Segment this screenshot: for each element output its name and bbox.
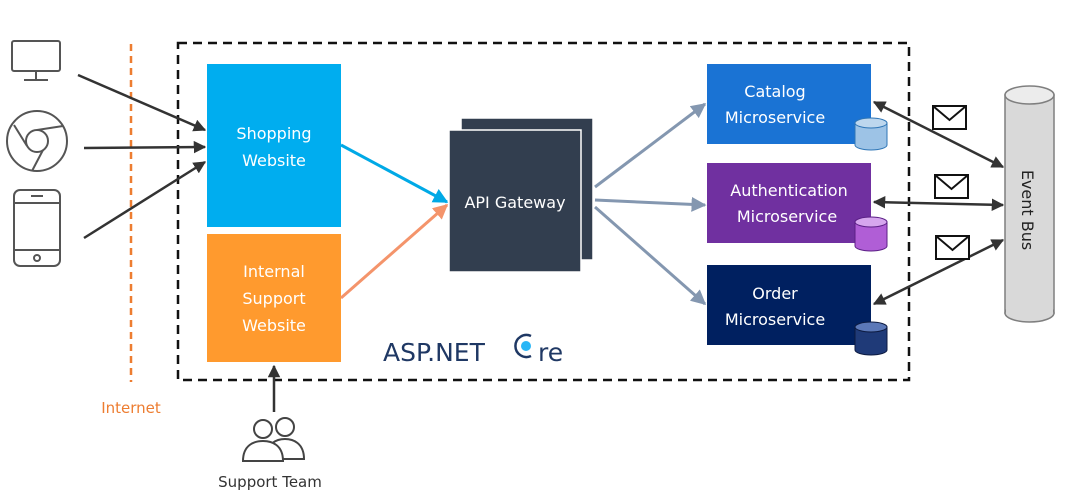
shopping-label-2: Website [242, 151, 306, 170]
chrome-to-shopping-arrow [83, 140, 207, 154]
catalog-label-2: Microservice [725, 108, 825, 127]
internal-label-3: Website [242, 316, 306, 335]
users-icon [241, 417, 306, 462]
internal-label-2: Support [242, 289, 305, 308]
gateway-to-catalog-arrow [594, 102, 707, 189]
auth-microservice-box [707, 163, 871, 243]
aspnet-core-boundary [176, 41, 911, 382]
gateway-to-auth-arrow [594, 196, 707, 212]
monitor-icon [11, 40, 61, 81]
internal-to-gateway-arrow [340, 203, 449, 300]
smartphone-icon [13, 189, 61, 267]
catalog-label-1: Catalog [744, 82, 805, 101]
catalog-microservice-box [707, 64, 871, 144]
aspnet-prefix: ASP.NET [383, 338, 486, 367]
envelope-icon [934, 174, 969, 199]
gateway-to-order-arrow [594, 205, 707, 306]
internal-label-1: Internal [243, 262, 305, 281]
internet-label: Internet [101, 399, 161, 417]
auth-label-1: Authentication [730, 181, 847, 200]
database-icon [854, 117, 888, 151]
api-gateway: API Gateway [448, 117, 594, 273]
order-event-bus-arrow [872, 238, 1005, 306]
order-microservice-box [707, 265, 871, 345]
event-bus-label: Event Bus [1018, 170, 1037, 250]
envelope-icon [935, 235, 970, 260]
order-label-2: Microservice [725, 310, 825, 329]
database-icon [854, 216, 888, 252]
shopping-website-box [207, 64, 341, 227]
aspnet-core-logo: ASP.NET re [383, 333, 563, 367]
envelope-icon [932, 105, 967, 130]
shopping-to-gateway-arrow [340, 143, 449, 204]
shopping-label-1: Shopping [236, 124, 311, 143]
auth-event-bus-arrow [872, 196, 1005, 211]
chrome-icon [6, 110, 68, 172]
internal-support-website-box [207, 234, 341, 362]
monitor-to-shopping-arrow [77, 73, 207, 132]
support-team-label: Support Team [218, 473, 322, 491]
phone-to-shopping-arrow [83, 160, 207, 240]
api-gateway-label: API Gateway [464, 193, 565, 212]
database-icon [854, 321, 888, 356]
event-bus: Event Bus [1004, 85, 1055, 323]
catalog-event-bus-arrow [872, 100, 1005, 169]
aspnet-suffix: re [538, 338, 563, 367]
auth-label-2: Microservice [737, 207, 837, 226]
order-label-1: Order [752, 284, 798, 303]
